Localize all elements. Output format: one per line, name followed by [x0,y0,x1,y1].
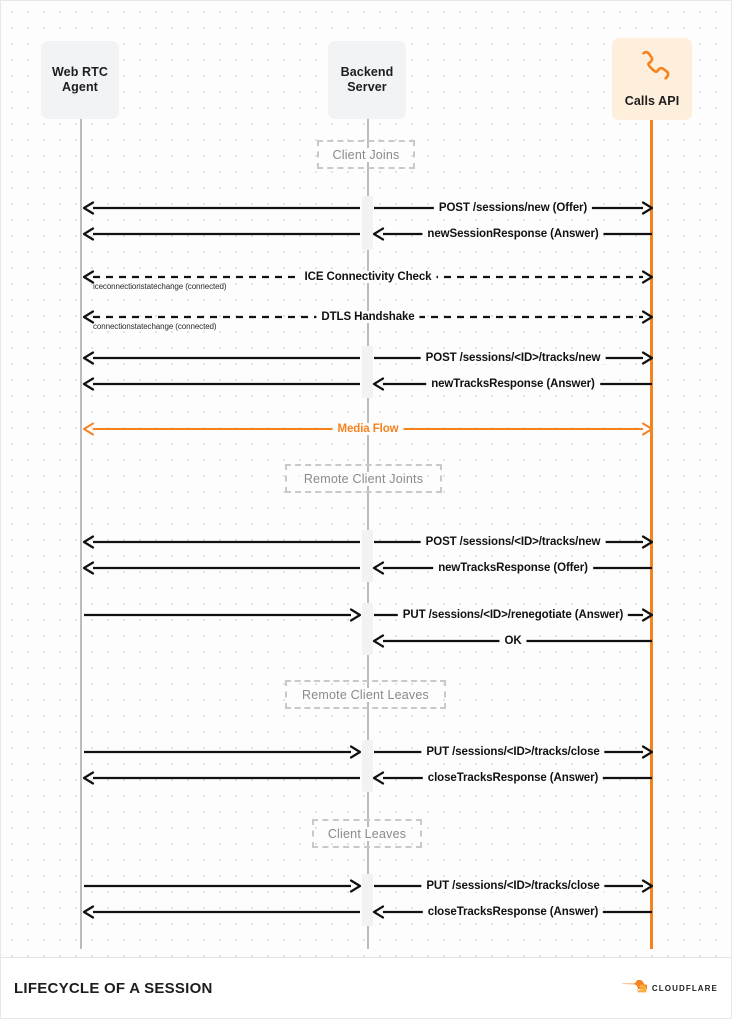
section-label: Client Joins [328,147,404,162]
message-label: closeTracksResponse (Answer) [422,772,604,784]
message-label: POST /sessions/new (Offer) [433,202,593,214]
message-label: POST /sessions/<ID>/tracks/new [420,536,606,548]
message-m4-dtls: DTLS Handshake [82,307,654,327]
message-label: PUT /sessions/<ID>/tracks/close [421,746,605,758]
message-label: DTLS Handshake [316,311,420,323]
message-m8-right: POST /sessions/<ID>/tracks/new [374,532,654,552]
actor-label: Web RTC [51,64,109,79]
message-m12-left [84,742,362,762]
message-label: Media Flow [332,423,404,435]
message-label: newTracksResponse (Answer) [426,378,600,390]
message-label: closeTracksResponse (Answer) [422,906,604,918]
actor-label: Calls API [624,93,680,108]
section-client-joins: Client Joins [317,140,415,169]
brand-label: CLOUDFLARE [651,984,718,993]
message-label: ICE Connectivity Check [299,271,437,283]
section-remote-client-joints: Remote Client Joints [285,464,442,493]
activation-bar [362,530,373,582]
phone-icon [632,49,672,89]
section-label: Remote Client Leaves [298,687,433,702]
actor-calls-api: Calls API [612,38,692,120]
message-label: PUT /sessions/<ID>/renegotiate (Answer) [397,609,629,621]
footer: LIFECYCLE OF A SESSION CLOUDFLARE [0,957,732,1019]
message-m10-right: PUT /sessions/<ID>/renegotiate (Answer) [374,605,654,625]
message-m15-left [82,902,360,922]
message-m13-left [82,768,360,788]
activation-bar [362,346,373,398]
message-m6-left [82,374,360,394]
section-label: Remote Client Joints [299,471,428,486]
section-label: Client Leaves [323,826,411,841]
cloudflare-brand: CLOUDFLARE [621,978,718,998]
activation-bar [362,603,373,655]
message-m15-right: closeTracksResponse (Answer) [372,902,652,922]
activation-bar [362,874,373,926]
message-m12-right: PUT /sessions/<ID>/tracks/close [374,742,654,762]
message-label: PUT /sessions/<ID>/tracks/close [421,880,605,892]
actor-label-line2: Server [347,80,387,94]
message-m11-right: OK [372,631,652,651]
message-m9-right: newTracksResponse (Offer) [372,558,652,578]
message-note: iceconnectionstatechange (connected) [93,282,227,291]
actor-label-line2: Agent [62,80,98,94]
lifeline-ll-webrtc [80,119,82,949]
message-label: OK [499,635,527,647]
message-m14-right: PUT /sessions/<ID>/tracks/close [374,876,654,896]
message-m8-left [82,532,360,552]
section-client-leaves: Client Leaves [312,819,422,848]
message-m14-left [84,876,362,896]
message-m6-right: newTracksResponse (Answer) [372,374,652,394]
cloudflare-cloud-icon [621,978,649,998]
page-title: LIFECYCLE OF A SESSION [14,980,213,997]
message-m5-left [82,348,360,368]
message-m2-right: newSessionResponse (Answer) [372,224,652,244]
message-m2-left [82,224,360,244]
message-label: POST /sessions/<ID>/tracks/new [420,352,606,364]
message-label: newSessionResponse (Answer) [422,228,604,240]
message-label: newTracksResponse (Offer) [433,562,593,574]
message-m3-ice: ICE Connectivity Check [82,267,654,287]
lifeline-ll-calls [650,120,653,949]
message-m10-left [84,605,362,625]
activation-bar [362,196,373,250]
activation-bar [362,740,373,792]
message-m13-right: closeTracksResponse (Answer) [372,768,652,788]
message-m7-media: Media Flow [83,419,653,439]
message-note: connectionstatechange (connected) [93,322,217,331]
actor-label: Backend [340,64,394,79]
section-remote-client-leaves: Remote Client Leaves [285,680,446,709]
message-m1-left [82,198,360,218]
message-m1-right: POST /sessions/new (Offer) [374,198,654,218]
message-m9-left [82,558,360,578]
message-m5-right: POST /sessions/<ID>/tracks/new [374,348,654,368]
